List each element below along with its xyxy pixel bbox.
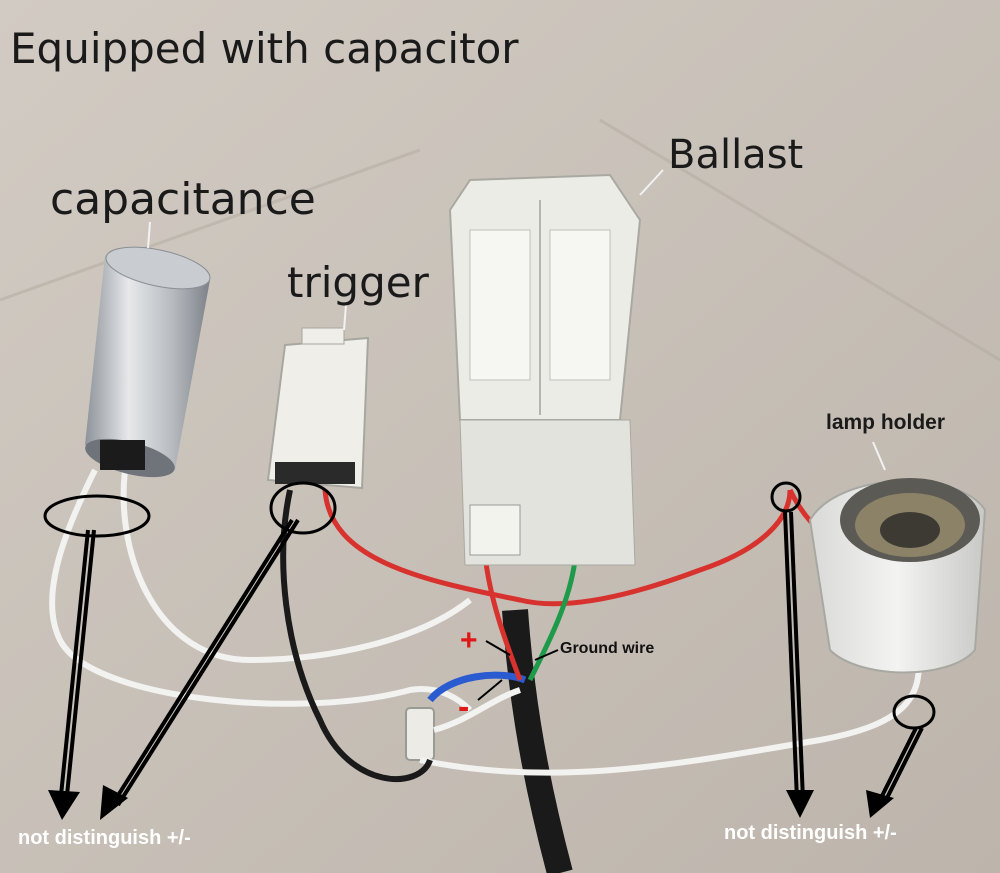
cardboard-seam: [0, 118, 1000, 362]
lamp-holder: [808, 478, 987, 674]
ballast-leader: [639, 169, 664, 196]
lamp-live-highlight: [770, 481, 802, 513]
power-cable: [502, 609, 573, 873]
arrowheads-left: [48, 785, 128, 820]
capacitor-wire-left: [49, 468, 473, 713]
title-label: Equipped with capacitor: [10, 24, 519, 73]
trigger-label: trigger: [287, 258, 429, 307]
trigger-leader: [343, 304, 347, 331]
plus-pointer: [485, 640, 511, 656]
ground-green-wire: [527, 559, 578, 682]
ballast-label: Ballast: [668, 132, 804, 178]
plus-sign: +: [460, 624, 478, 657]
capacitor-wire-right: [120, 469, 472, 664]
ground-wire-label: Ground wire: [560, 640, 655, 657]
connector-to-cable-wire: [433, 687, 521, 733]
not-distinguish-left-label: not distinguish +/-: [18, 827, 191, 849]
arrows-left: [58, 518, 300, 807]
capacitor: [85, 246, 211, 478]
ballast-red-wire: [482, 554, 523, 681]
trigger-unit: [266, 327, 370, 490]
lamp-holder-leader: [872, 441, 886, 471]
trigger-black-wire: [280, 489, 433, 782]
minus-pointer: [477, 679, 503, 701]
lamp-holder-label: lamp holder: [826, 411, 946, 434]
capacitance-label: capacitance: [50, 174, 316, 225]
wire-connector: [405, 707, 435, 761]
capacitor-terminal-highlight: [43, 494, 151, 538]
ground-pointer: [534, 649, 559, 661]
not-distinguish-right-label: not distinguish +/-: [724, 822, 897, 844]
trigger-terminal-highlight: [269, 481, 337, 535]
capacitance-leader: [147, 221, 151, 249]
blue-wire: [427, 671, 527, 703]
ballast: [448, 173, 642, 566]
minus-sign: -: [458, 688, 470, 726]
arrows-right: [783, 511, 924, 801]
arrowheads-right: [786, 790, 894, 818]
